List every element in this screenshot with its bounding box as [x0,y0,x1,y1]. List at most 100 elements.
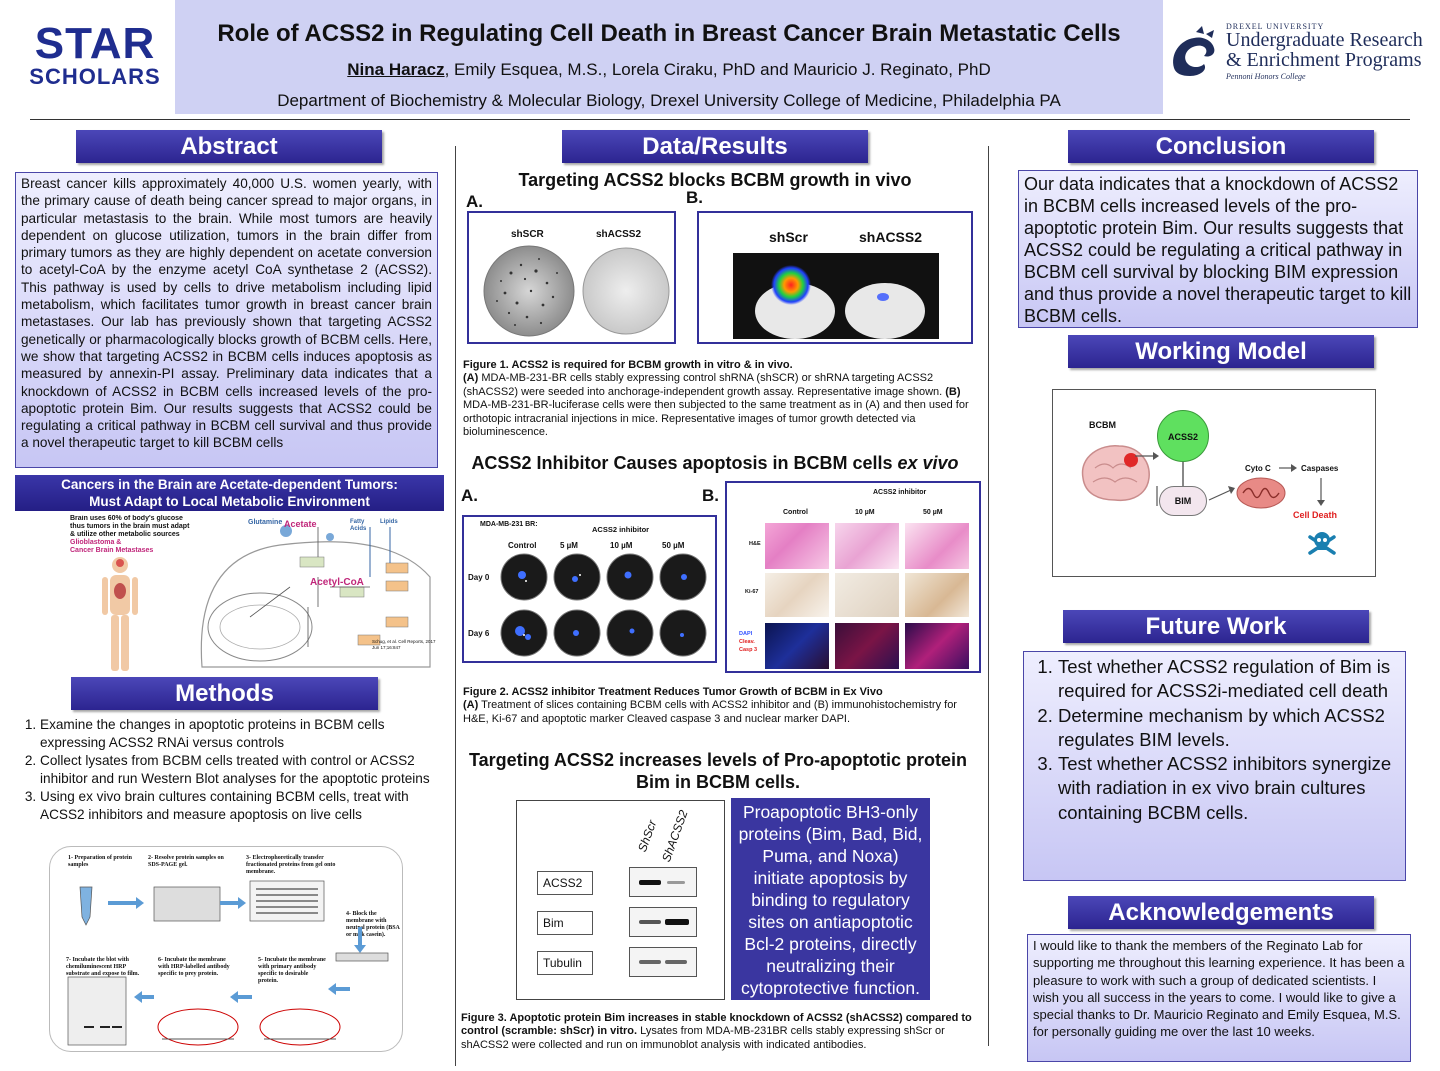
conclusion-heading: Conclusion [1068,130,1374,163]
wb-step-3: 3- Electrophoretically transfer fraction… [246,855,336,875]
fig2-caption: Figure 2. ACSS2 inhibitor Treatment Redu… [463,686,975,726]
lipids-label: Lipids [380,519,398,525]
fig3-title-line2: Bim in BCBM cells. [635,772,801,792]
first-author: Nina Haracz [347,60,445,79]
metabolism-citation: Schug, et al. Cell Reports, 2017 Jun 17;… [372,639,436,650]
future-work-item: Test whether ACSS2 regulation of Bim is … [1058,655,1399,704]
fig1-caption-a: (A) [463,372,479,385]
fig1-title: Targeting ACSS2 blocks BCBM growth in vi… [518,170,912,190]
methods-item: Using ex vivo brain cultures containing … [40,788,443,823]
fig2-title-italic: ex vivo [897,453,959,473]
acknowledgements-text: I would like to thank the members of the… [1027,934,1411,1062]
poster-title: Role of ACSS2 in Regulating Cell Death i… [217,20,1121,47]
fig1-caption-b: (B) [945,385,961,398]
fig3-caption: Figure 3. Apoptotic protein Bim increase… [461,1012,977,1052]
abstract-text: Breast cancer kills approximately 40,000… [15,172,438,468]
fig2-label-b: B. [702,486,719,505]
dragon-icon [1173,26,1215,76]
dapi-10um-image [835,623,899,669]
working-model-heading: Working Model [1068,335,1374,368]
fig3-band-label: Bim [537,911,593,935]
glutamine-label: Glutamine [248,519,283,526]
fig3-band-label: Tubulin [537,951,593,975]
bh3-callout: Proapoptotic BH3-only proteins (Bim, Bad… [731,798,930,1000]
metabolism-note-line3: & utilize other metabolic sources [70,531,180,538]
ki67-10um-image [835,573,899,617]
fig1a-ctrl-label: shSCR [511,229,544,240]
fig2b-col: Control [783,509,808,516]
logo-scholars-word: SCHOLARS [29,64,161,89]
fig1-caption-text2: MDA-MB-231-BR-luciferase cells were then… [463,399,969,439]
drexel-university-name: DREXEL UNIVERSITY [1226,22,1325,31]
acknowledgements-heading: Acknowledgements [1068,896,1374,929]
fig1-caption-title: Figure 1. ACSS2 is required for BCBM gro… [463,359,793,371]
wm-cell-death-label: Cell Death [1293,510,1338,520]
western-blot-diagram: 1- Preparation of protein samples 2- Res… [49,846,403,1052]
conclusion-text: Our data indicates that a knockdown of A… [1018,170,1418,328]
dapi-50um-image [905,623,969,669]
fig2a-row: Day 6 [468,629,490,638]
poster-header: Role of ACSS2 in Regulating Cell Death i… [175,0,1163,114]
wm-cytoc-label: Cyto C [1245,464,1271,473]
fig2b-row: Casp 3 [739,647,758,653]
wb-step-1: 1- Preparation of protein samples [68,855,132,868]
abstract-heading: Abstract [76,130,382,163]
ki67-50um-image [905,573,969,617]
logo-star-word: STAR [34,19,156,68]
fig2a-col: 10 µM [610,541,633,550]
fig3-band-label: ACSS2 [537,871,593,895]
mouse-bioluminescence [755,265,925,339]
metabolism-note-red2: Cancer Brain Metastases [70,547,154,554]
acss2-band-kd [667,881,685,884]
acetate-banner: Cancers in the Brain are Acetate-depende… [15,475,444,511]
fig2b-row: Ki-67 [745,589,759,595]
wm-bim-node: BIM [1159,486,1207,516]
future-work-item: Test whether ACSS2 inhibitors synergize … [1058,752,1399,825]
acetate-banner-line1: Cancers in the Brain are Acetate-depende… [61,477,398,492]
fig2b-row: Cleav. [739,639,755,645]
poster-affiliation: Department of Biochemistry & Molecular B… [277,91,1061,110]
wb-workflow-graphics [67,880,389,1046]
colony-plates [483,245,670,337]
dapi-control-image [765,623,829,669]
fig2b-row: DAPI [739,631,753,637]
drexel-college-name: Pennoni Honors College [1226,72,1306,81]
fig2a-row: Day 0 [468,573,490,582]
drexel-program-line1: Undergraduate Research [1226,29,1423,51]
fig3-caption-title: Figure 3. Apoptotic protein Bim increase… [461,1012,972,1038]
fig3-title: Targeting ACSS2 increases levels of Pro-… [458,749,978,793]
ki67-control-image [765,573,829,617]
fig2a-cell-line: MDA-MB-231 BR: [480,521,538,528]
fatty-acids-label: Fatty Acids [350,519,367,532]
metabolism-note-line2: thus tumors in the brain must adapt [70,523,190,530]
acetate-banner-line2: Must Adapt to Local Metabolic Environmen… [89,494,370,509]
fig1-label-b: B. [686,188,703,207]
fig2a-panel: MDA-MB-231 BR: ACSS2 inhibitor Control 5… [462,515,717,663]
drexel-logo: DREXEL UNIVERSITY Undergraduate Research… [1166,18,1436,88]
metabolism-note-red1: Glioblastoma & [70,539,122,546]
fig1-caption-text1: MDA-MB-231-BR cells stably expressing co… [463,372,946,398]
star-scholars-logo: STAR SCHOLARS [28,22,162,88]
other-authors: , Emily Esquea, M.S., Lorela Ciraku, PhD… [444,60,991,79]
future-work-list: Test whether ACSS2 regulation of Bim is … [1023,651,1406,881]
fig2a-header: ACSS2 inhibitor [592,525,650,534]
wb-step-6: 6- Incubate the membrane with HRP-labell… [158,957,230,977]
working-model-diagram: BCBM ACSS2 BIM Cyto C Caspases Cell Deat… [1052,389,1376,577]
fig2-caption-title: Figure 2. ACSS2 inhibitor Treatment Redu… [463,686,883,698]
wm-arrows [1135,452,1325,506]
fig3-lane-label: ShScr [635,818,660,854]
wb-step-7: 7- Incubate the blot with chemiluminesce… [66,957,140,977]
wb-step-4: 4- Block the membrane with neutral prote… [346,911,400,938]
bim-band-kd [665,919,689,925]
human-body-icon [102,557,138,671]
metabolic-pathway-diagram [200,525,431,668]
wb-step-2: 2- Resolve protein samples on SDS-PAGE g… [148,855,224,868]
column-divider-right [988,146,989,1046]
fig1b-ctrl-label: shScr [769,229,808,245]
fig2b-header: ACSS2 inhibitor [873,489,927,496]
fig2-label-a: A. [461,486,478,505]
skull-crossbones-icon [1308,532,1336,555]
tubulin-band-kd [665,960,687,964]
fig2-title: ACSS2 Inhibitor Causes apoptosis in BCBM… [458,453,972,474]
fig1a-panel: shSCR shACSS2 [467,211,676,344]
